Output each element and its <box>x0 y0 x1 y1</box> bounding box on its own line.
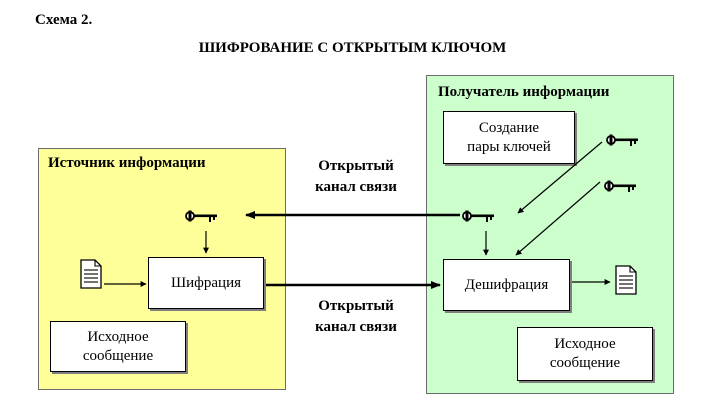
channel-label-top: Открытый канал связи <box>315 158 397 195</box>
encrypt-box: Шифрация <box>148 257 264 309</box>
document-icon <box>80 259 102 289</box>
receiver-message-box: Исходное сообщение <box>517 327 653 381</box>
document-icon <box>615 265 637 295</box>
keypair-box: Создание пары ключей <box>443 111 575 164</box>
key-icon <box>185 209 218 223</box>
diagram-title: ШИФРОВАНИЕ С ОТКРЫТЫМ КЛЮЧОМ <box>198 40 507 56</box>
source-message-box: Исходное сообщение <box>50 321 186 372</box>
diagram-label: Схема 2. <box>35 12 93 28</box>
channel-label-bottom: Открытый канал связи <box>315 298 397 335</box>
key-icon <box>606 133 639 147</box>
private-key-arrow <box>515 181 601 256</box>
receiver-panel-title: Получатель информации <box>438 84 610 100</box>
source-panel-title: Источник информации <box>48 155 206 171</box>
public-key-arrow <box>517 141 603 214</box>
decrypt-box: Дешифрация <box>443 259 570 311</box>
key-icon <box>462 209 495 223</box>
key-icon <box>604 179 637 193</box>
